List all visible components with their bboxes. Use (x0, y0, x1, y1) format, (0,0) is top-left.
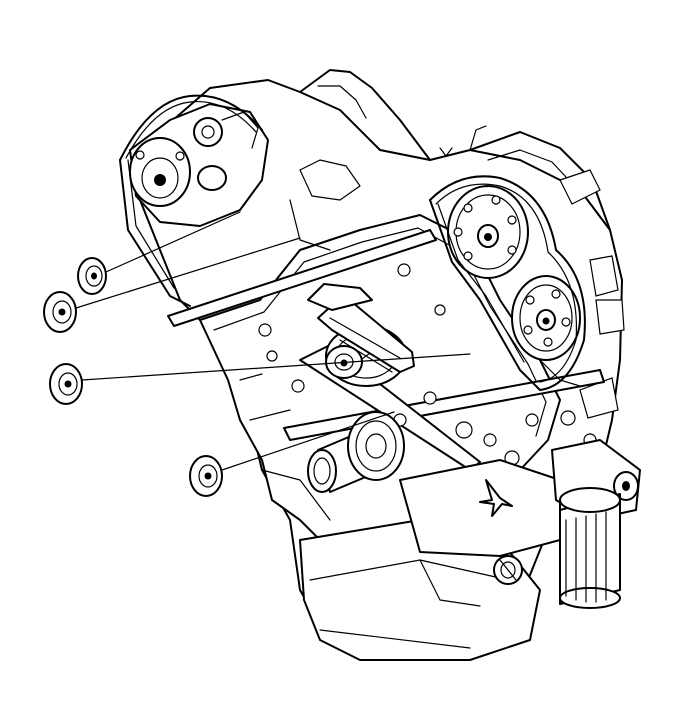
oil-drain-plug (493, 555, 523, 585)
timing-chain-left (119, 94, 263, 307)
callout-bolt-2 (43, 237, 301, 333)
crankshaft-nose (307, 411, 405, 493)
callout-bolt-1 (77, 211, 241, 295)
callout-bolt-4 (189, 411, 395, 497)
right-camshaft-sprocket-lower (511, 275, 581, 361)
oil-filter (559, 487, 621, 609)
chain-tensioner (307, 283, 415, 373)
callout-bolt-3 (49, 353, 471, 405)
timing-chain-right (429, 175, 586, 391)
block-detail-lines (239, 125, 581, 607)
left-upper-camshaft-sprocket (129, 103, 269, 227)
oil-pan (299, 459, 561, 661)
right-camshaft-sprocket-upper (447, 185, 529, 279)
